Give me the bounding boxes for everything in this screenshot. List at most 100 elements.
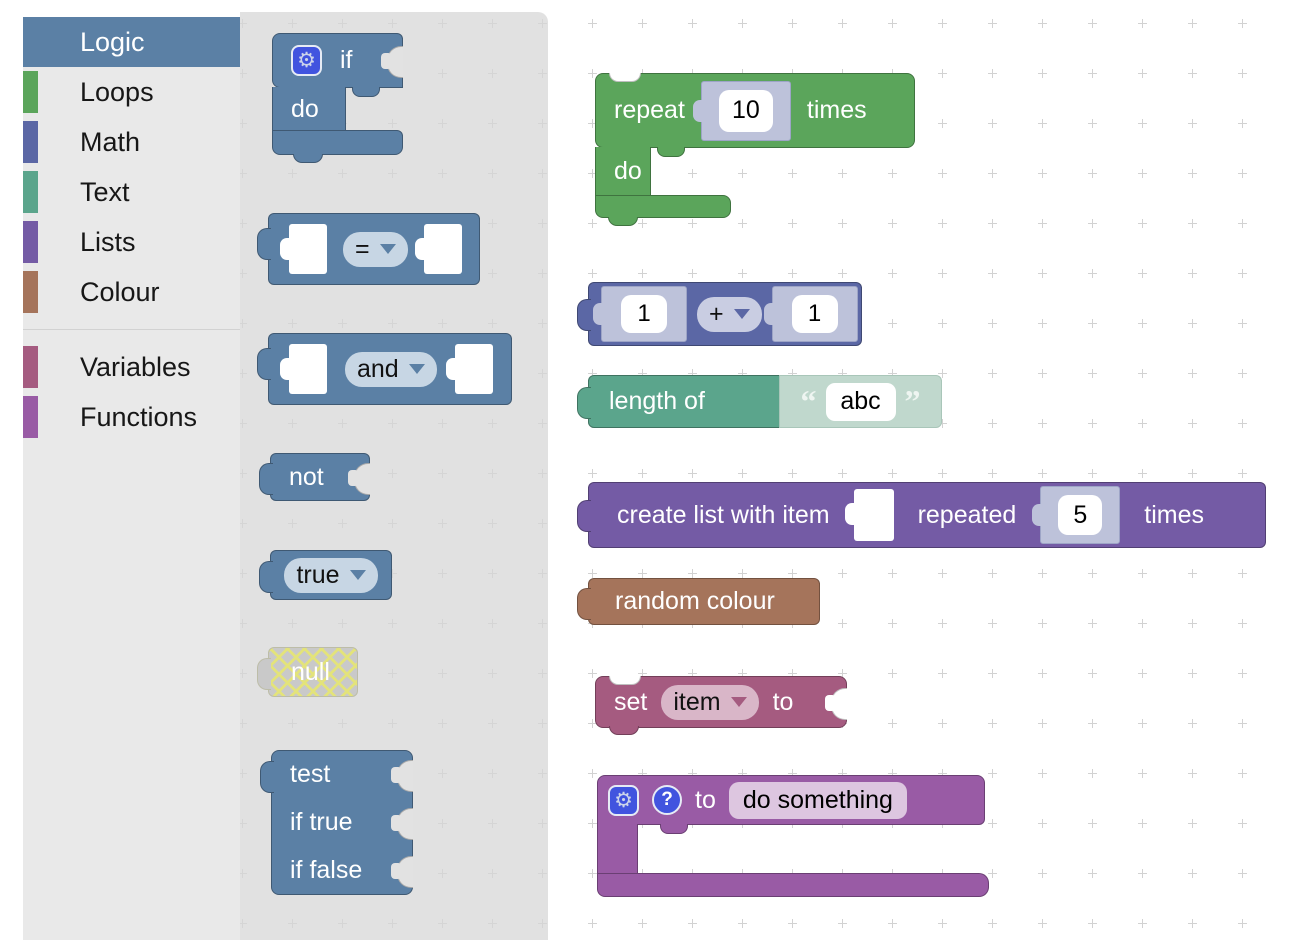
output-tab	[259, 463, 273, 495]
dropdown-arrow-icon	[730, 697, 747, 707]
function-definition-block[interactable]: ⚙ ? to do something	[597, 775, 991, 897]
category-logic[interactable]: Logic	[23, 17, 240, 67]
operator-label: =	[355, 234, 370, 263]
to-label: to	[695, 785, 716, 814]
ternary-if-false-row: if false	[272, 846, 412, 894]
function-block-spine[interactable]	[597, 824, 638, 874]
toolbox: Logic Loops Math Text Lists Colour	[0, 0, 240, 940]
boolean-block[interactable]: true	[259, 550, 392, 600]
to-label: to	[772, 687, 794, 716]
category-loops[interactable]: Loops	[23, 67, 240, 117]
if-block-footer[interactable]	[272, 130, 403, 155]
toolbox-category-list: Logic Loops Math Text Lists Colour	[23, 17, 240, 940]
category-math[interactable]: Math	[23, 117, 240, 167]
output-tab	[577, 588, 591, 620]
create-list-label: create list with item	[617, 500, 830, 529]
help-icon[interactable]: ?	[652, 785, 682, 815]
category-colour[interactable]: Colour	[23, 267, 240, 317]
length-of-block[interactable]: length of	[577, 375, 780, 428]
repeat-label: repeat	[614, 96, 685, 124]
category-label: Functions	[80, 401, 198, 432]
output-tab	[260, 761, 274, 793]
null-label: null	[291, 657, 330, 686]
if-false-label: if false	[290, 855, 363, 884]
category-functions[interactable]: Functions	[23, 392, 240, 442]
if-label: if	[340, 46, 353, 74]
dropdown-arrow-icon	[733, 309, 750, 319]
string-length-block[interactable]: length of “ abc ”	[577, 375, 942, 428]
next-connection-tab	[609, 726, 639, 735]
operator-label: and	[357, 354, 399, 383]
operator-dropdown[interactable]: +	[697, 296, 762, 332]
dropdown-arrow-icon	[349, 570, 366, 580]
dropdown-arrow-icon	[379, 244, 396, 254]
ternary-block[interactable]: test if true if false	[260, 750, 413, 895]
gear-icon[interactable]: ⚙	[608, 784, 639, 816]
output-tab	[577, 299, 591, 331]
category-label: Colour	[80, 276, 160, 307]
category-colour-swatch	[23, 396, 38, 438]
repeat-block-footer[interactable]	[595, 195, 731, 218]
value-socket	[280, 224, 327, 274]
number-shadow-block[interactable]: 10	[692, 80, 791, 141]
if-block-spine[interactable]: do	[272, 87, 346, 131]
left-operand-field[interactable]: 1	[621, 295, 667, 333]
test-label: test	[290, 760, 331, 789]
random-colour-block[interactable]: random colour	[577, 578, 820, 625]
comparison-block[interactable]: =	[257, 213, 480, 285]
operator-dropdown[interactable]: =	[343, 231, 408, 267]
random-colour-label: random colour	[615, 587, 775, 615]
number-shadow-block[interactable]: 1	[763, 286, 858, 342]
open-quote-icon: “	[800, 383, 817, 419]
category-lists[interactable]: Lists	[23, 217, 240, 267]
category-label: Logic	[80, 26, 145, 57]
operator-dropdown[interactable]: and	[345, 351, 437, 387]
category-label: Text	[80, 176, 130, 207]
output-tab	[577, 387, 591, 419]
category-variables[interactable]: Variables	[23, 342, 240, 392]
function-block-footer[interactable]	[597, 873, 989, 897]
function-name-field[interactable]: do something	[728, 781, 907, 819]
if-block[interactable]: ⚙ if do	[272, 33, 404, 195]
value-socket-cutout	[825, 688, 847, 720]
times-label: times	[806, 96, 867, 124]
set-variable-block[interactable]: set item to	[595, 676, 847, 735]
list-repeat-block[interactable]: create list with item repeated 5 times	[577, 482, 1266, 548]
next-connection-tab	[608, 217, 638, 226]
if-block-header[interactable]: ⚙ if	[272, 33, 403, 88]
set-label: set	[614, 687, 648, 716]
count-field[interactable]: 5	[1058, 495, 1103, 535]
null-block[interactable]: null	[257, 647, 358, 697]
number-shadow-block[interactable]: 5	[1032, 486, 1121, 544]
output-tab	[257, 658, 271, 690]
count-field[interactable]: 10	[718, 89, 773, 132]
number-shadow-block[interactable]: 1	[593, 286, 687, 342]
category-text[interactable]: Text	[23, 167, 240, 217]
not-block[interactable]: not	[259, 453, 370, 501]
repeat-block-header[interactable]: repeat 10 times	[595, 73, 915, 148]
gear-icon[interactable]: ⚙	[291, 45, 322, 76]
boolean-dropdown[interactable]: true	[284, 557, 378, 593]
statement-notch	[352, 87, 380, 97]
category-colour-swatch	[23, 346, 38, 388]
empty-value-socket	[844, 489, 894, 541]
repeat-block-spine[interactable]: do	[595, 147, 651, 196]
arithmetic-block[interactable]: 1 + 1	[577, 282, 862, 346]
output-tab	[577, 500, 591, 532]
not-label: not	[289, 462, 324, 491]
right-operand-field[interactable]: 1	[791, 295, 838, 333]
value-socket	[280, 344, 327, 394]
statement-notch	[660, 824, 688, 834]
category-colour-swatch	[23, 221, 38, 263]
operator-label: +	[709, 299, 724, 328]
text-shadow-block[interactable]: “ abc ”	[779, 375, 942, 428]
variable-dropdown[interactable]: item	[661, 684, 759, 720]
text-field[interactable]: abc	[825, 382, 896, 421]
repeat-block[interactable]: repeat 10 times do	[595, 73, 917, 228]
dropdown-arrow-icon	[408, 364, 425, 374]
boolean-label: true	[296, 560, 340, 589]
category-label: Math	[80, 126, 141, 157]
logic-and-block[interactable]: and	[257, 333, 512, 405]
function-block-header[interactable]: ⚙ ? to do something	[597, 775, 985, 825]
